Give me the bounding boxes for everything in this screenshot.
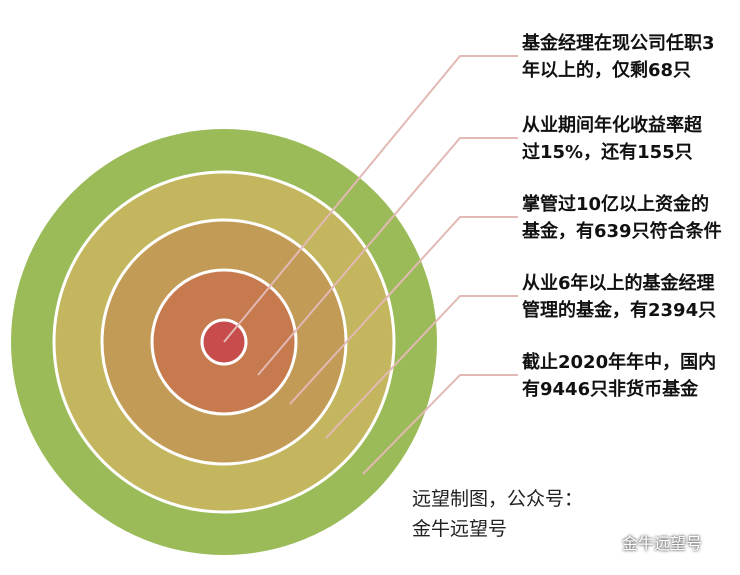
leader-line-inner-ring xyxy=(223,55,518,343)
label-ring-2: 从业期间年化收益率超 过15%，还有155只 xyxy=(522,115,702,163)
leader-line-outer-ring xyxy=(362,374,518,475)
credit-note: 远望制图，公众号： 金牛远望号 xyxy=(412,488,584,540)
label-ring-3: 掌管过10亿以上资金的 基金，有639只符合条件 xyxy=(522,194,722,242)
wechat-icon xyxy=(596,533,616,550)
leader-line-ring-2 xyxy=(257,137,518,376)
watermark-text: 金牛远望号 xyxy=(622,534,703,553)
leader-line-ring-3 xyxy=(289,216,518,405)
label-outer-ring: 截止2020年年中，国内 有9446只非货币基金 xyxy=(522,352,717,400)
label-ring-4: 从业6年以上的基金经理 管理的基金，有2394只 xyxy=(522,273,717,321)
label-inner-ring: 基金经理在现公司任职3 年以上的，仅剩68只 xyxy=(522,33,715,81)
leader-line-ring-4 xyxy=(325,295,518,439)
watermark: 金牛远望号 xyxy=(596,530,702,554)
